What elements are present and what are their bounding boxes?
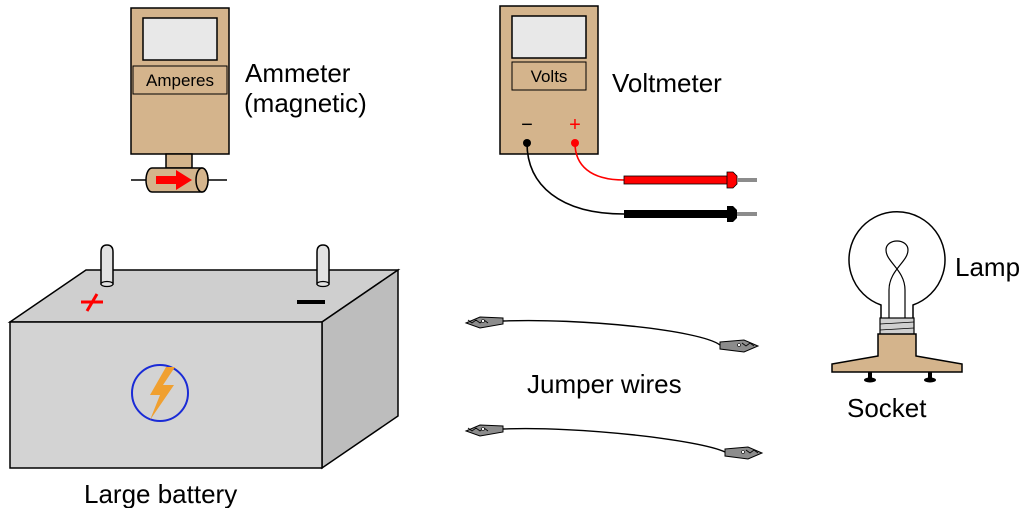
battery-name: Large battery xyxy=(84,479,237,508)
jumper-wire-1-cable xyxy=(502,319,721,346)
red-probe-lead xyxy=(574,142,625,181)
lamp-name: Lamp xyxy=(955,252,1020,282)
voltmeter-display-label: Volts xyxy=(531,67,568,86)
ammeter-name-line1: Ammeter xyxy=(245,58,351,88)
battery-emblem-ring xyxy=(131,364,189,422)
ammeter-display xyxy=(142,17,218,61)
red-probe-guard xyxy=(726,171,738,189)
red-probe-handle xyxy=(623,175,729,185)
current-arrow-icon xyxy=(156,170,192,190)
ammeter-name-line2: (magnetic) xyxy=(244,88,367,118)
lamp xyxy=(848,211,946,337)
socket-name: Socket xyxy=(847,393,927,423)
jumper-wire-2[interactable] xyxy=(464,424,764,460)
voltmeter-label-box xyxy=(511,61,587,91)
ammeter-clamp-neck xyxy=(165,153,193,169)
battery-positive-mark xyxy=(81,293,103,312)
lightning-bolt-icon xyxy=(150,367,175,420)
voltmeter-display xyxy=(511,15,587,59)
black-probe-guard xyxy=(727,206,737,222)
battery-negative-post[interactable] xyxy=(316,244,330,288)
red-test-probe[interactable] xyxy=(574,142,757,189)
lamp-filament xyxy=(885,240,909,322)
voltmeter-positive-symbol: + xyxy=(569,114,581,136)
ammeter: Amperes xyxy=(130,7,230,193)
voltmeter: Volts − + xyxy=(499,5,599,155)
alligator-clip-1b xyxy=(719,339,760,353)
red-probe-tip xyxy=(737,178,757,182)
alligator-clip-2b xyxy=(724,446,764,460)
socket-terminal-right[interactable] xyxy=(924,372,936,383)
alligator-clip-1a xyxy=(464,316,504,329)
large-battery xyxy=(7,244,401,470)
black-probe-lead xyxy=(526,142,625,215)
black-probe-tip xyxy=(737,212,757,216)
ammeter-display-label: Amperes xyxy=(146,71,214,90)
black-probe-handle xyxy=(624,210,728,218)
socket-terminal-left[interactable] xyxy=(864,372,876,383)
black-test-probe[interactable] xyxy=(526,142,757,222)
battery-positive-post[interactable] xyxy=(100,244,114,288)
alligator-clip-2a xyxy=(464,424,504,437)
jumper-wire-2-cable xyxy=(502,427,726,453)
voltmeter-negative-symbol: − xyxy=(521,114,533,136)
ammeter-label-box xyxy=(132,65,228,95)
lamp-bulb xyxy=(848,211,946,323)
ammeter-clamp-end xyxy=(195,167,209,193)
lamp-socket[interactable] xyxy=(831,333,963,383)
jumper-wire-1[interactable] xyxy=(464,316,760,353)
voltmeter-name: Voltmeter xyxy=(612,68,722,98)
jumper-wires-name: Jumper wires xyxy=(527,369,682,399)
